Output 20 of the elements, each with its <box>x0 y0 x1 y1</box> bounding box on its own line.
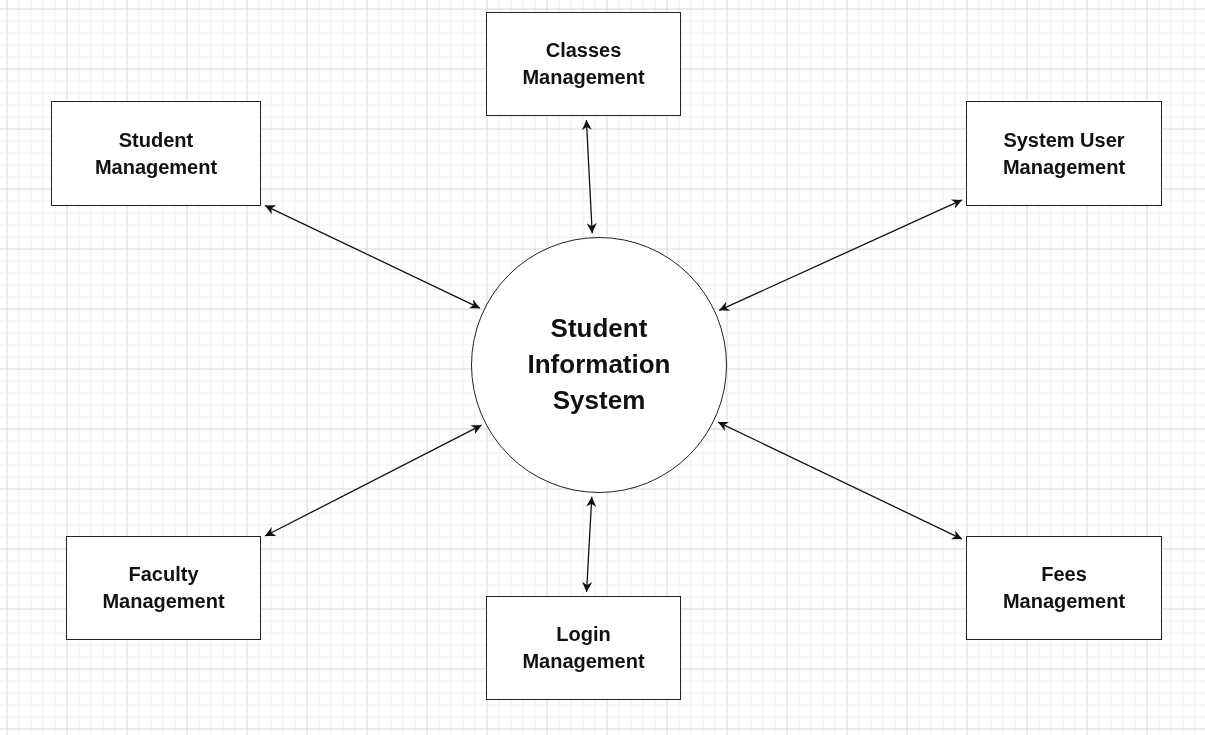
entity-label: System User Management <box>1001 127 1127 180</box>
entity-box <box>486 12 681 116</box>
entity-label: Student Management <box>93 127 219 180</box>
double-arrow <box>717 421 963 540</box>
entity-label: Classes Management <box>521 38 646 90</box>
entity-label: Fees Management <box>1001 562 1127 614</box>
entity-box <box>51 101 261 206</box>
process-label: Student Information System <box>526 312 672 417</box>
entity-label: Faculty Management <box>101 562 226 614</box>
process-circle <box>471 237 727 493</box>
double-arrow <box>581 119 597 234</box>
double-arrow <box>582 496 597 593</box>
entity-box <box>486 596 681 700</box>
entity-box <box>66 536 261 640</box>
entity-box <box>966 536 1162 640</box>
double-arrow <box>718 199 963 311</box>
double-arrow <box>264 204 481 309</box>
entity-label: Login Management <box>521 622 646 674</box>
entity-box <box>966 101 1162 206</box>
double-arrow <box>264 424 483 537</box>
